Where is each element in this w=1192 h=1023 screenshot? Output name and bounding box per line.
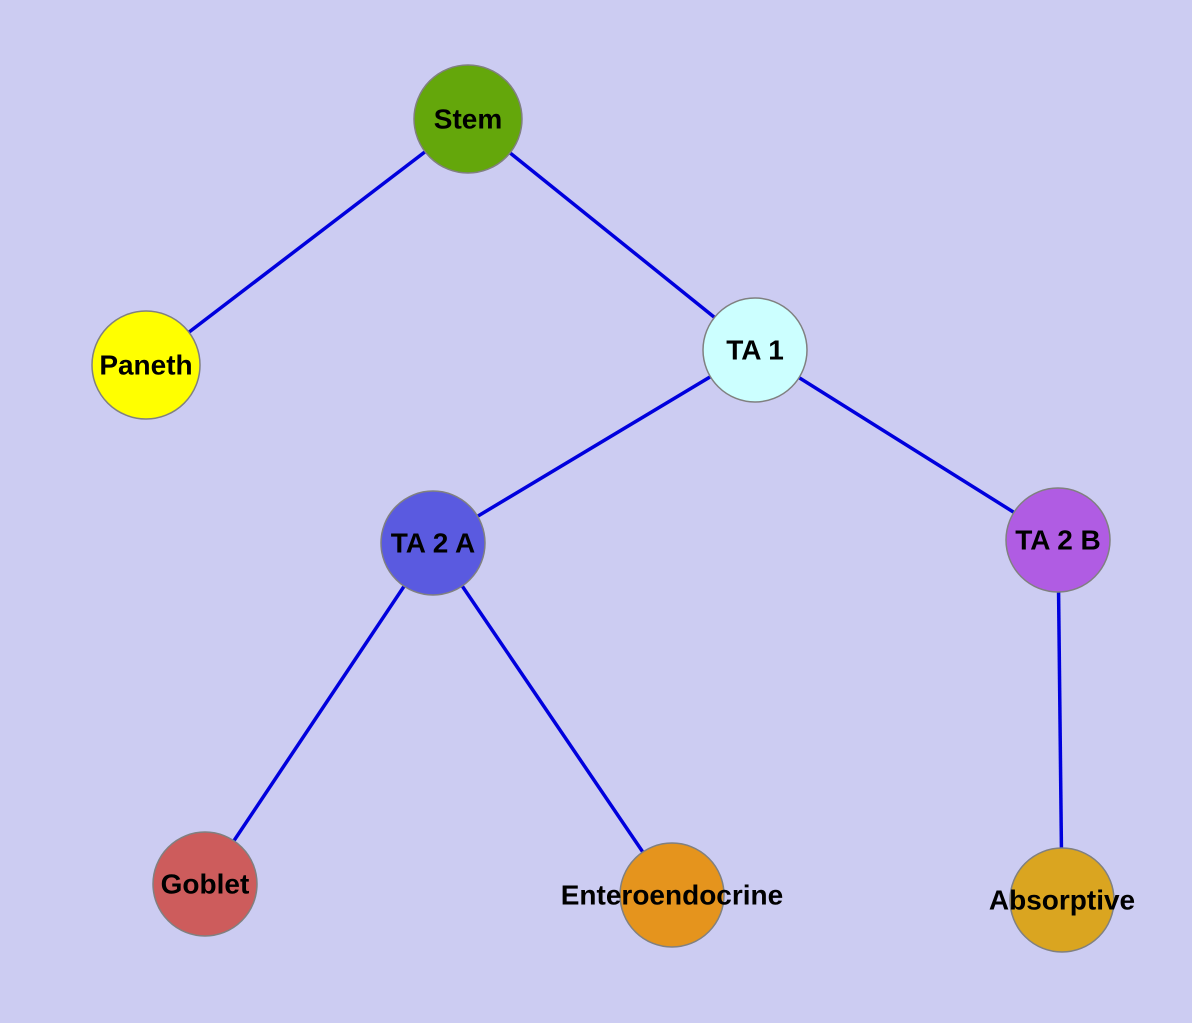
edge-stem-to-ta1 bbox=[466, 117, 757, 352]
edge-ta1-to-ta2a bbox=[432, 348, 756, 545]
node-circle-ta1 bbox=[702, 297, 808, 403]
node-goblet: Goblet bbox=[152, 831, 258, 937]
node-label-goblet: Goblet bbox=[161, 869, 250, 900]
node-circle-stem bbox=[413, 64, 523, 174]
edge-ta2b-to-absorptive bbox=[1056, 539, 1064, 901]
edge-ta2a-to-goblet bbox=[203, 542, 435, 885]
node-circle-absorptive bbox=[1009, 847, 1115, 953]
node-label-paneth: Paneth bbox=[99, 350, 192, 381]
node-label-absorptive: Absorptive bbox=[989, 885, 1135, 916]
node-label-ta2b: TA 2 B bbox=[1015, 525, 1101, 556]
node-paneth: Paneth bbox=[91, 310, 201, 420]
node-enteroendocrine: Enteroendocrine bbox=[561, 842, 783, 948]
node-absorptive: Absorptive bbox=[989, 847, 1135, 953]
node-ta2a: TA 2 A bbox=[380, 490, 486, 596]
node-label-enteroendocrine: Enteroendocrine bbox=[561, 880, 783, 911]
node-ta2b: TA 2 B bbox=[1005, 487, 1111, 593]
node-circle-enteroendocrine bbox=[619, 842, 725, 948]
node-label-ta1: TA 1 bbox=[726, 335, 784, 366]
node-circle-goblet bbox=[152, 831, 258, 937]
node-circle-ta2b bbox=[1005, 487, 1111, 593]
node-label-ta2a: TA 2 A bbox=[391, 528, 476, 559]
edges-layer bbox=[144, 117, 1064, 901]
edge-ta1-to-ta2b bbox=[754, 348, 1059, 542]
node-circle-ta2a bbox=[380, 490, 486, 596]
node-ta1: TA 1 bbox=[702, 297, 808, 403]
edge-ta2a-to-enteroendocrine bbox=[431, 542, 674, 896]
edge-stem-to-paneth bbox=[144, 117, 470, 367]
node-circle-paneth bbox=[91, 310, 201, 420]
node-label-stem: Stem bbox=[434, 104, 502, 135]
node-stem: Stem bbox=[413, 64, 523, 174]
